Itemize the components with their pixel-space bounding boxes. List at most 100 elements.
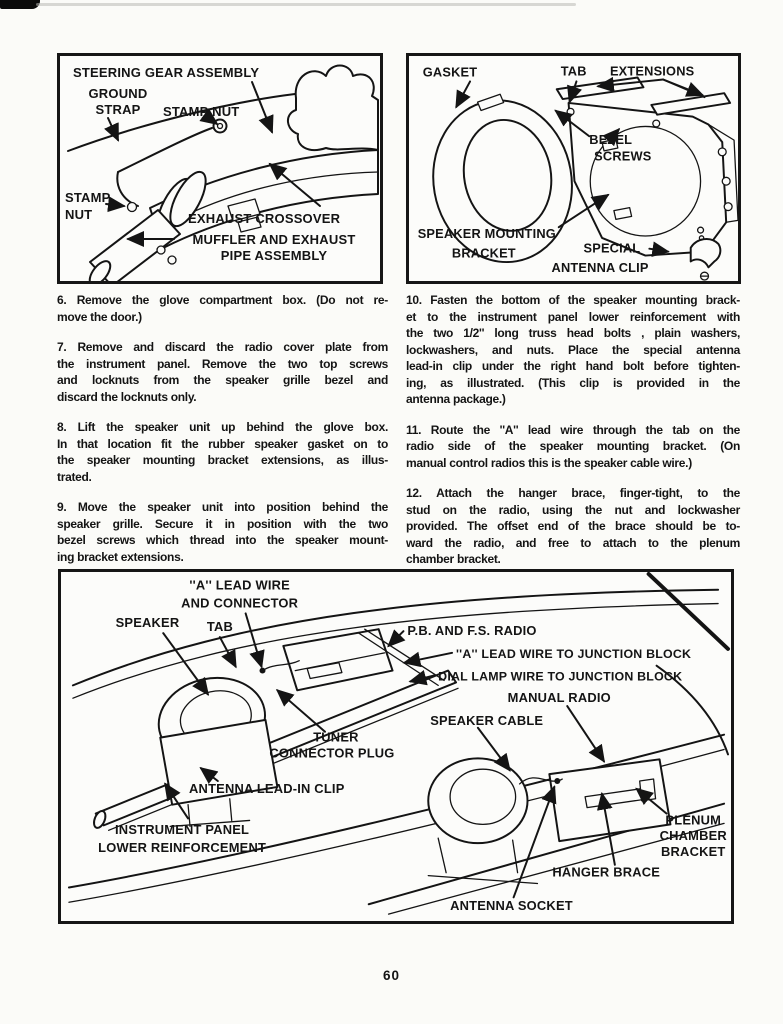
arrow-manual-radio bbox=[566, 705, 606, 763]
arrow-speaker-cable bbox=[476, 726, 511, 772]
arrow-stamp-nut-top bbox=[199, 108, 219, 126]
label-bracket-l1: SPEAKER MOUNTING bbox=[418, 226, 556, 241]
label-muffler-l1: MUFFLER AND EXHAUST bbox=[193, 232, 356, 247]
antenna-cable bbox=[646, 572, 731, 651]
text-line: ward the radio, and free to attach to th… bbox=[406, 535, 740, 550]
label-tab: TAB bbox=[561, 64, 587, 79]
arrow-reinforcement bbox=[164, 782, 190, 820]
dash-curve-lower bbox=[72, 602, 719, 699]
label-steering-gear-assembly: STEERING GEAR ASSEMBLY bbox=[73, 65, 259, 80]
label-a-lead-junction: ''A'' LEAD WIRE TO JUNCTION BLOCK bbox=[456, 647, 691, 661]
antenna-clip-shape bbox=[689, 238, 722, 269]
text-line: lead-in clip under the right hand bolt b… bbox=[406, 359, 740, 373]
flange-screw-3 bbox=[723, 202, 733, 212]
pipe-shade-line bbox=[177, 171, 379, 220]
label-tab: TAB bbox=[207, 619, 233, 634]
figure-steering-exhaust: STEERING GEAR ASSEMBLY GROUND STRAP STAM… bbox=[57, 53, 383, 284]
pipe-bracket-2 bbox=[237, 216, 262, 233]
text-line: 8. Lift the speaker unit up behind the g… bbox=[57, 420, 388, 434]
label-stamp-nut-top: STAMP NUT bbox=[163, 104, 239, 119]
instructions-left-column: 6. Remove the glove compartment box. (Do… bbox=[57, 292, 388, 579]
figure-steering-exhaust-drawing: STEERING GEAR ASSEMBLY GROUND STRAP STAM… bbox=[65, 64, 379, 281]
arrow-antenna-socket bbox=[512, 785, 557, 899]
arrow-bezel-screws-left bbox=[554, 109, 591, 138]
figure-radio-installation-drawing: ''A'' LEAD WIRE AND CONNECTOR SPEAKER TA… bbox=[67, 572, 731, 915]
paragraph-6: 6. Remove the glove compartment box. (Do… bbox=[57, 292, 388, 325]
label-speaker-cable: SPEAKER CABLE bbox=[430, 713, 543, 728]
label-tuner-l1: TUNER bbox=[313, 730, 359, 745]
arrow-tab bbox=[567, 80, 583, 104]
label-plenum-l2: CHAMBER bbox=[660, 828, 728, 843]
stamp-nut-shape bbox=[126, 201, 138, 213]
arrow-speaker bbox=[162, 632, 210, 696]
label-ground-strap-l1: GROUND bbox=[89, 86, 148, 101]
scan-artifact-streak bbox=[36, 3, 576, 6]
plate-tab bbox=[613, 206, 633, 221]
arrow-extensions-left bbox=[596, 76, 665, 93]
figure-speaker-bracket-drawing: GASKET TAB EXTENSIONS BEZEL SCREWS SPEAK… bbox=[418, 64, 738, 281]
label-hanger-brace: HANGER BRACE bbox=[552, 865, 660, 880]
speaker-feet bbox=[169, 798, 251, 827]
text-line: 7. Remove and discard the radio cover pl… bbox=[57, 340, 388, 354]
cowl-curve-1 bbox=[67, 733, 726, 889]
ring-terminal bbox=[212, 118, 228, 134]
lower-panel-line-2 bbox=[387, 822, 725, 915]
label-manual-radio: MANUAL RADIO bbox=[508, 690, 611, 705]
text-line: and locknuts from the speaker grille bez… bbox=[57, 373, 388, 387]
arrow-bezel-screws-right bbox=[602, 127, 621, 147]
arrow-a-lead-wire bbox=[244, 612, 265, 669]
text-line: bezel screws which thread into the speak… bbox=[57, 533, 388, 547]
label-muffler-l2: PIPE ASSEMBLY bbox=[221, 248, 328, 263]
paragraph-10: 10. Fasten the bottom of the speaker mou… bbox=[406, 292, 740, 408]
paragraph-9: 9. Move the speaker unit into position b… bbox=[57, 499, 388, 565]
label-reinforcement-l1: INSTRUMENT PANEL bbox=[115, 822, 249, 837]
text-line: the two 1/2'' long truss head bolts , pl… bbox=[406, 326, 740, 340]
label-lead-in-clip: ANTENNA LEAD-IN CLIP bbox=[189, 781, 345, 796]
arrow-a-lead-junction bbox=[402, 651, 454, 668]
ground-strap-wire bbox=[117, 127, 213, 173]
text-line: ing, as illustrated. (This clip is provi… bbox=[406, 375, 740, 390]
text-line: 9. Move the speaker unit into position b… bbox=[57, 500, 388, 514]
label-a-lead-l1: ''A'' LEAD WIRE bbox=[189, 578, 290, 593]
text-line: speaker grille. Secure it in position wi… bbox=[57, 516, 388, 531]
label-bezel-l2: SCREWS bbox=[594, 149, 651, 164]
page-number: 60 bbox=[382, 968, 401, 983]
text-line: the instrument panel. Remove the two top… bbox=[57, 356, 388, 371]
label-exhaust-crossover: EXHAUST CROSSOVER bbox=[188, 211, 341, 226]
pipe-bracket bbox=[227, 198, 261, 222]
text-line: 10. Fasten the bottom of the speaker mou… bbox=[406, 293, 740, 307]
label-bezel-l1: BEZEL bbox=[589, 132, 632, 147]
clip-bolt bbox=[696, 226, 705, 234]
firewall-curve bbox=[67, 93, 296, 152]
flange-screw-1 bbox=[717, 147, 727, 157]
text-line: stud on the radio, using the nut and loc… bbox=[406, 502, 740, 517]
text-line: radio side of the speaker mounting brack… bbox=[406, 439, 740, 453]
arrow-gasket bbox=[455, 80, 472, 109]
label-clip-l1: SPECIAL bbox=[583, 241, 640, 256]
muffler-nut bbox=[156, 245, 166, 255]
arrow-ground-strap bbox=[104, 117, 119, 142]
reinforcement-bar-end bbox=[93, 810, 107, 829]
ground-strap-wire-2 bbox=[116, 171, 139, 207]
label-pbfs-radio: P.B. AND F.S. RADIO bbox=[407, 623, 536, 638]
scan-artifact-smudge bbox=[0, 0, 40, 9]
antenna-lead-curve bbox=[655, 664, 730, 756]
ring-terminal-hole bbox=[216, 122, 224, 130]
reinforcement-bar-shadow bbox=[107, 687, 459, 831]
text-line: chamber bracket. bbox=[406, 552, 501, 566]
muffler-pipe-end bbox=[88, 260, 112, 281]
bezel-screw-left bbox=[566, 107, 575, 116]
arrow-tab bbox=[218, 636, 237, 669]
paragraph-11: 11. Route the ''A'' lead wire through th… bbox=[406, 422, 740, 472]
label-ground-strap-l2: STRAP bbox=[95, 102, 140, 117]
arrow-pbfs-radio bbox=[387, 629, 406, 648]
text-line: move the door.) bbox=[57, 309, 142, 324]
label-tuner-l2: CONNECTOR PLUG bbox=[269, 745, 394, 760]
arrow-exhaust-crossover bbox=[268, 162, 321, 207]
arrow-steering-gear bbox=[251, 81, 274, 134]
gasket-shape bbox=[432, 93, 573, 264]
arrow-tuner-plug bbox=[275, 689, 327, 733]
muffler-nut-2 bbox=[167, 255, 177, 265]
label-antenna-socket: ANTENNA SOCKET bbox=[450, 898, 573, 913]
label-a-lead-l2: AND CONNECTOR bbox=[181, 596, 299, 611]
